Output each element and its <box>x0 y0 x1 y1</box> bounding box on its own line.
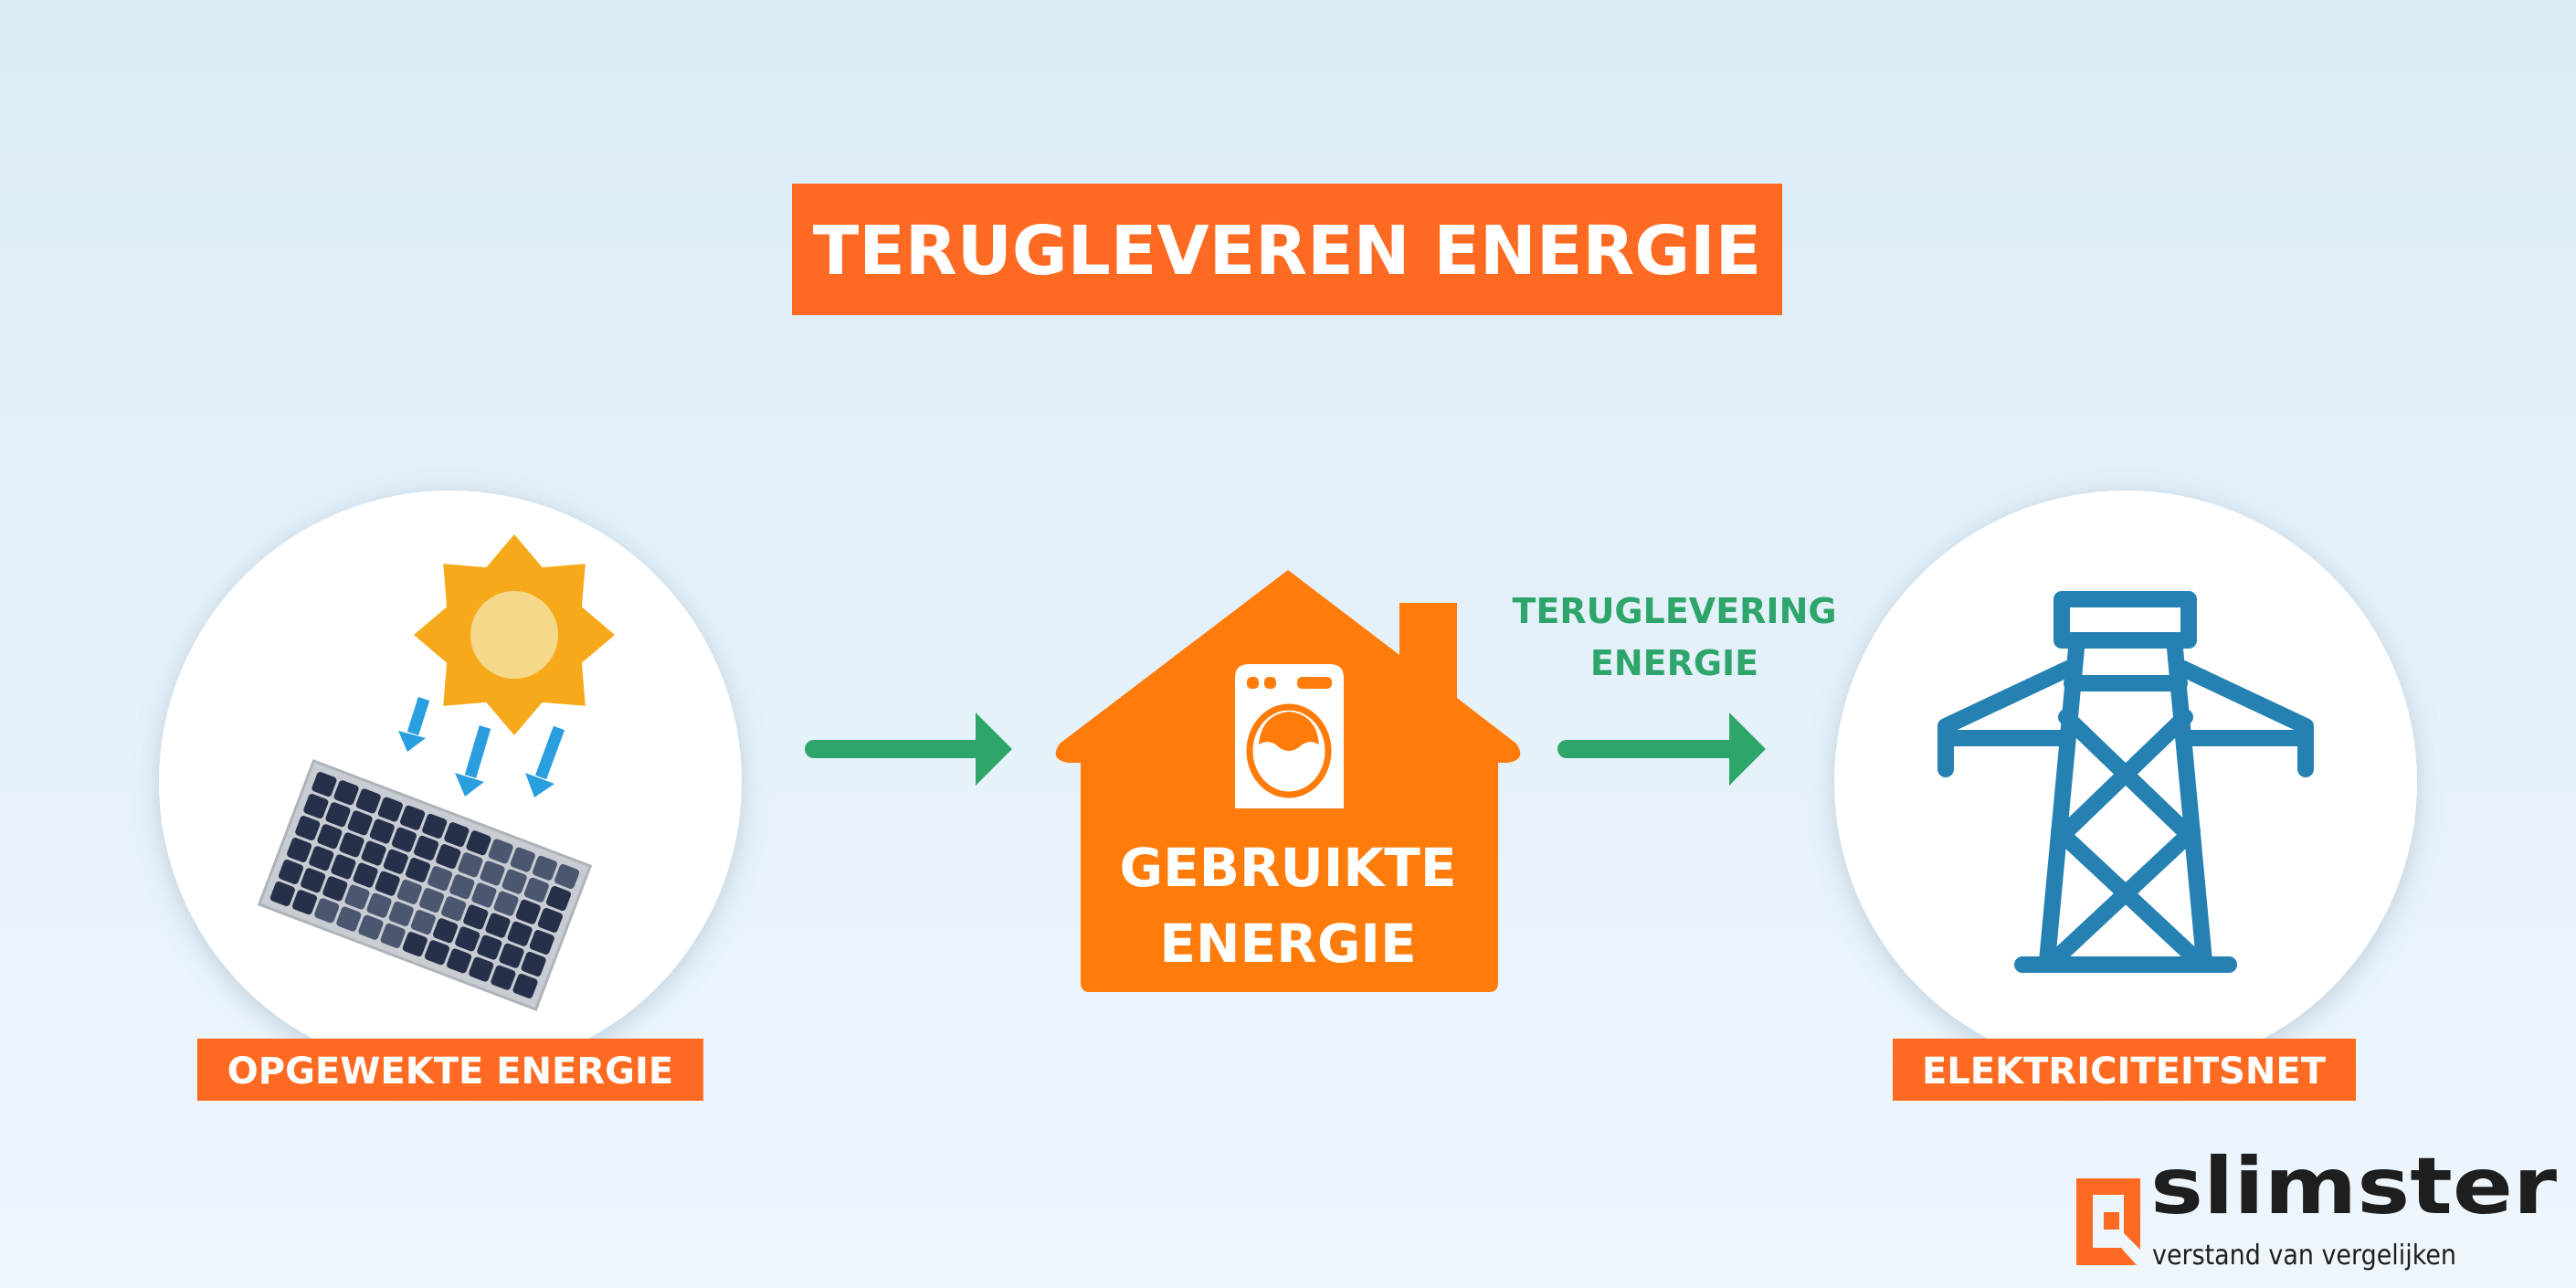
solar-cell <box>532 855 557 881</box>
solar-cell <box>493 891 519 916</box>
solar-cell <box>388 901 414 926</box>
solar-cell <box>317 824 343 850</box>
solar-cell <box>353 862 378 888</box>
sunray-arrows-icon <box>398 697 565 797</box>
slimster-logo: slimster verstand van vergelijken <box>2076 1141 2558 1272</box>
flow-label-line2: ENERGIE <box>1590 643 1758 683</box>
washing-machine-icon <box>1235 664 1344 808</box>
solar-cell <box>463 904 489 930</box>
solar-cell <box>325 802 351 828</box>
sun-icon <box>414 534 615 735</box>
solar-cell <box>471 882 497 908</box>
solar-cell <box>287 838 312 863</box>
solar-cell <box>436 844 461 870</box>
solar-cell <box>369 818 395 844</box>
arrow-to-house <box>805 713 1012 786</box>
solar-cell <box>521 951 546 977</box>
solar-cell <box>278 860 304 885</box>
solar-cell <box>309 846 334 871</box>
svg-text:ELEKTRICITEITSNET: ELEKTRICITEITSNET <box>1922 1050 2327 1093</box>
solar-cell <box>391 827 417 852</box>
solar-cell <box>418 888 445 913</box>
solar-cell <box>441 896 467 922</box>
solar-cell <box>295 816 321 841</box>
solar-cell <box>303 794 329 819</box>
solar-cell <box>455 926 480 952</box>
solar-cell <box>366 892 392 918</box>
solar-cell <box>449 874 475 900</box>
solar-cell <box>358 914 384 940</box>
solar-cell <box>480 860 505 886</box>
solar-cell <box>410 910 436 935</box>
solar-cell <box>402 932 428 957</box>
solar-cell <box>377 797 403 822</box>
solar-cell <box>499 943 524 968</box>
solar-cell <box>444 822 470 848</box>
solar-cell <box>428 866 453 892</box>
grid-label: ELEKTRICITEITSNET <box>1893 1039 2356 1101</box>
solar-cell <box>361 840 386 866</box>
solar-cell <box>485 913 511 938</box>
solar-cell <box>396 879 422 904</box>
solar-cell <box>507 921 533 946</box>
solar-cell <box>331 854 356 880</box>
solar-cell <box>537 907 563 933</box>
house-label-line2: ENERGIE <box>1159 913 1416 975</box>
solar-cell <box>515 899 541 924</box>
solar-cell <box>339 832 364 858</box>
house-label-line1: GEBRUIKTE <box>1120 837 1457 899</box>
solar-cell <box>545 885 572 911</box>
solar-cell <box>344 884 370 910</box>
solar-cell <box>510 847 535 872</box>
solar-cell <box>491 965 516 990</box>
source-label: OPGEWEKTE ENERGIE <box>197 1039 703 1101</box>
solar-cell <box>383 849 408 874</box>
solar-cell <box>322 876 348 902</box>
arrow-to-grid <box>1557 713 1766 786</box>
solar-cell <box>469 956 494 982</box>
logo-tagline: verstand van vergelijken <box>2152 1240 2456 1272</box>
solar-cell <box>311 772 337 797</box>
solar-cell <box>529 929 554 955</box>
solar-cell <box>292 890 318 915</box>
solar-cell <box>501 869 527 894</box>
solar-cell <box>314 898 340 924</box>
solar-cell <box>333 780 359 806</box>
solar-cell <box>554 863 580 889</box>
svg-text:OPGEWEKTE ENERGIE: OPGEWEKTE ENERGIE <box>227 1050 673 1093</box>
title-banner: TERUGLEVEREN ENERGIE <box>792 184 1782 315</box>
solar-cell <box>424 940 449 966</box>
power-pylon-icon <box>1937 591 2314 973</box>
solar-cell <box>375 871 400 896</box>
logo-name: slimster <box>2150 1141 2558 1232</box>
solar-cell <box>347 810 373 836</box>
solar-cell <box>405 857 431 882</box>
solar-cell <box>523 877 549 903</box>
solar-panel-icon <box>257 759 593 1011</box>
solar-cell <box>355 788 381 814</box>
solar-cell <box>414 835 439 860</box>
flow-label-line1: TERUGLEVERING <box>1512 591 1836 631</box>
solar-cell <box>380 923 406 948</box>
page-title: TERUGLEVEREN ENERGIE <box>813 212 1761 290</box>
solar-cell <box>466 830 491 856</box>
solar-cell <box>433 918 459 944</box>
solar-cell <box>301 868 326 893</box>
solar-cell <box>269 882 295 907</box>
solar-cell <box>488 839 513 864</box>
solar-cell <box>336 906 362 932</box>
solar-cell <box>400 805 426 830</box>
solar-cell <box>458 852 483 878</box>
solar-cell <box>422 813 448 839</box>
solar-cell <box>512 973 538 998</box>
solar-cell <box>477 934 502 960</box>
solar-cell <box>447 948 472 974</box>
